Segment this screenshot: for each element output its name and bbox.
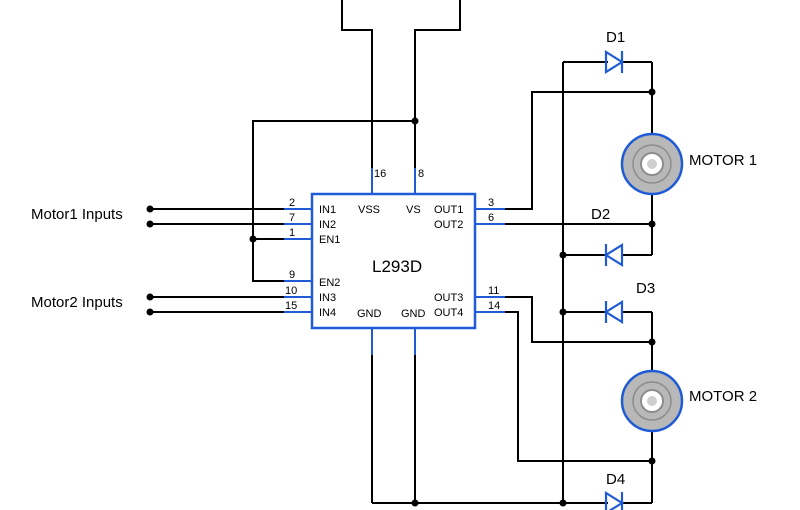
diode-d2: D2: [591, 206, 624, 267]
diode-symbol: [603, 243, 624, 267]
pin-label: IN1: [319, 204, 336, 216]
pin-label: VSS: [358, 204, 380, 216]
pin-label: VS: [406, 204, 421, 216]
chip-body: [310, 192, 477, 330]
pin-number: 10: [285, 285, 297, 297]
motor-2: MOTOR 2: [620, 369, 757, 433]
pin-number: 7: [289, 212, 295, 224]
motor-1: MOTOR 1: [620, 132, 757, 196]
junction-dot: [648, 88, 656, 96]
pin-label: OUT1: [434, 204, 463, 216]
junction-dot: [559, 251, 567, 259]
pin-label: EN2: [319, 277, 340, 289]
output-wiring: [475, 61, 656, 504]
diode-symbol: [604, 50, 625, 74]
pin-label: IN2: [319, 219, 336, 231]
pin-number: 15: [285, 300, 297, 312]
pin-label: IN4: [319, 307, 336, 319]
ground-wiring: [371, 355, 608, 507]
chip-name: L293D: [372, 257, 422, 276]
pin-number: 1: [289, 227, 295, 239]
pin-number: 16: [374, 168, 386, 180]
diode-symbol: [604, 491, 625, 510]
motor-label: MOTOR 1: [689, 152, 757, 169]
pin-label: GND: [357, 308, 382, 320]
junction-dot: [648, 220, 656, 228]
pin-label: OUT2: [434, 219, 463, 231]
diode-d4: D4: [604, 471, 625, 510]
pin-number: 8: [418, 168, 424, 180]
pin-number: 14: [488, 300, 500, 312]
diode-label: D1: [606, 29, 625, 46]
junction-dot: [648, 457, 656, 465]
pin-number: 2: [289, 197, 295, 209]
diode-label: D2: [591, 206, 610, 223]
diode-d1: D1: [604, 29, 625, 74]
motor-ring: [632, 381, 672, 421]
motor-hub: [647, 159, 657, 169]
enable-tie-wire: [252, 120, 415, 282]
power-wiring: [249, 0, 461, 282]
vss-supply-wire: [341, 0, 373, 168]
junction-dot: [249, 235, 257, 243]
diode-symbol: [603, 300, 624, 324]
input-wiring: Motor1 Inputs Motor2 Inputs: [31, 205, 312, 316]
input-terminal-dot: [146, 293, 154, 301]
junction-dot: [411, 499, 419, 507]
diode-label: D4: [606, 471, 625, 488]
pin-label: OUT3: [434, 292, 463, 304]
pin-number: 3: [488, 197, 494, 209]
diode-label: D3: [636, 280, 655, 297]
diode-d3: D3: [603, 280, 655, 324]
motor-label: MOTOR 2: [689, 388, 757, 405]
input-terminal-dot: [146, 308, 154, 316]
input-terminal-dot: [146, 220, 154, 228]
motor-hub: [647, 396, 657, 406]
pin-label: EN1: [319, 234, 340, 246]
pin-label: OUT4: [434, 307, 463, 319]
l293d-chip: 16 8 VSS VS GND GND 2 7 1 9 10 15 IN1 IN…: [284, 168, 505, 355]
input-terminal-dot: [146, 205, 154, 213]
vs-supply-wire: [414, 0, 461, 168]
junction-dot: [648, 338, 656, 346]
pin-label: IN3: [319, 292, 336, 304]
motor2-inputs-label: Motor2 Inputs: [31, 294, 123, 311]
pin-label: GND: [401, 308, 426, 320]
pin-number: 9: [289, 269, 295, 281]
motor1-inputs-label: Motor1 Inputs: [31, 206, 123, 223]
junction-dot: [559, 308, 567, 316]
pin-number: 6: [488, 212, 494, 224]
motor-ring: [632, 144, 672, 184]
junction-dot: [411, 117, 419, 125]
pin-number: 11: [488, 285, 499, 297]
